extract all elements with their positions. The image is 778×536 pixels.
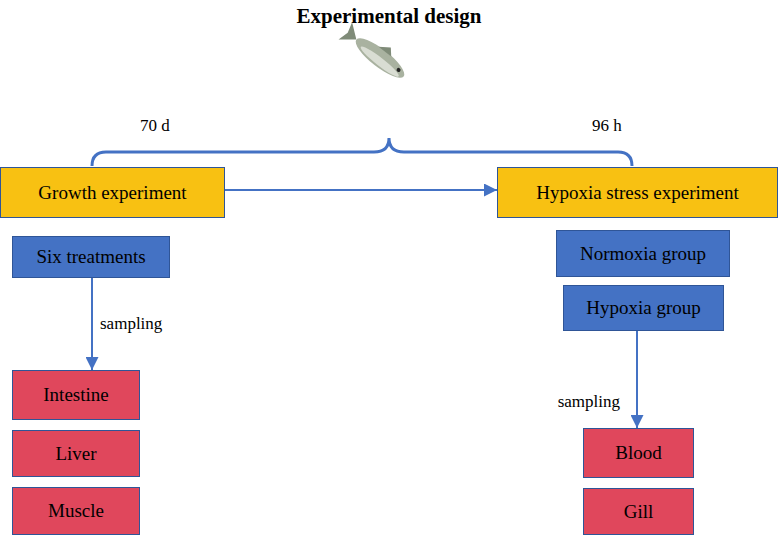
edge-label: sampling	[558, 392, 620, 412]
process-box: Hypoxia group	[563, 285, 724, 331]
box-label: Six treatments	[36, 246, 145, 268]
process-box: Six treatments	[12, 236, 170, 278]
box-label: Muscle	[48, 500, 104, 522]
flow-arrow	[225, 189, 497, 191]
box-label: Gill	[624, 501, 654, 523]
process-box: Growth experiment	[0, 167, 225, 218]
process-box: Muscle	[12, 487, 140, 535]
diagram-title: Experimental design	[0, 4, 778, 29]
process-box: Blood	[583, 428, 694, 478]
box-label: Liver	[55, 443, 96, 465]
process-box: Normoxia group	[556, 230, 730, 277]
box-label: Hypoxia group	[586, 297, 701, 319]
box-label: Growth experiment	[38, 182, 186, 204]
process-box: Hypoxia stress experiment	[497, 167, 778, 218]
box-label: Blood	[615, 442, 661, 464]
duration-label: 96 h	[592, 116, 622, 136]
box-label: Normoxia group	[580, 243, 706, 265]
duration-label: 70 d	[140, 116, 170, 136]
process-box: Intestine	[12, 370, 140, 420]
timeline-bracket	[92, 138, 632, 166]
box-label: Hypoxia stress experiment	[536, 182, 739, 204]
process-box: Gill	[583, 488, 694, 535]
box-label: Intestine	[43, 384, 108, 406]
flow-arrow	[636, 331, 638, 428]
edge-label: sampling	[100, 314, 162, 334]
flow-arrow	[91, 278, 93, 370]
process-box: Liver	[12, 430, 140, 477]
fish-illustration	[339, 19, 413, 85]
